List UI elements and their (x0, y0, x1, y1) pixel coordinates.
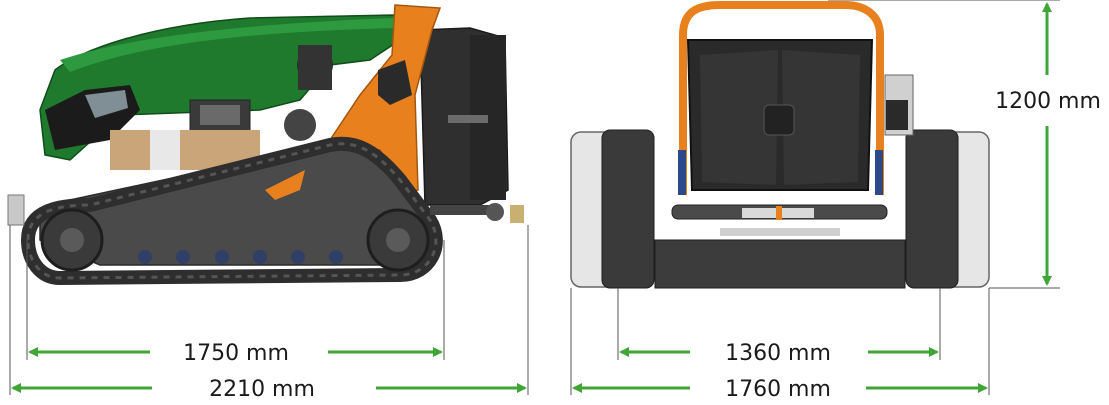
height-label: 1200 mm (995, 89, 1101, 114)
dimension-overall-length: 2210 mm (11, 377, 527, 402)
side-view-machine (7, 4, 524, 286)
track-width-label: 1360 mm (725, 341, 831, 366)
overall-length-label: 2210 mm (209, 377, 315, 402)
dimension-track-length: 1750 mm (28, 341, 443, 366)
dimension-overall-width: 1760 mm (572, 377, 988, 402)
dimension-lines (9, 0, 1060, 395)
track-length-label: 1750 mm (183, 341, 289, 366)
overall-width-label: 1760 mm (725, 377, 831, 402)
dimension-height: 1200 mm (995, 2, 1101, 286)
rear-view-machine (570, 1, 990, 289)
dimension-track-width: 1360 mm (619, 341, 939, 366)
